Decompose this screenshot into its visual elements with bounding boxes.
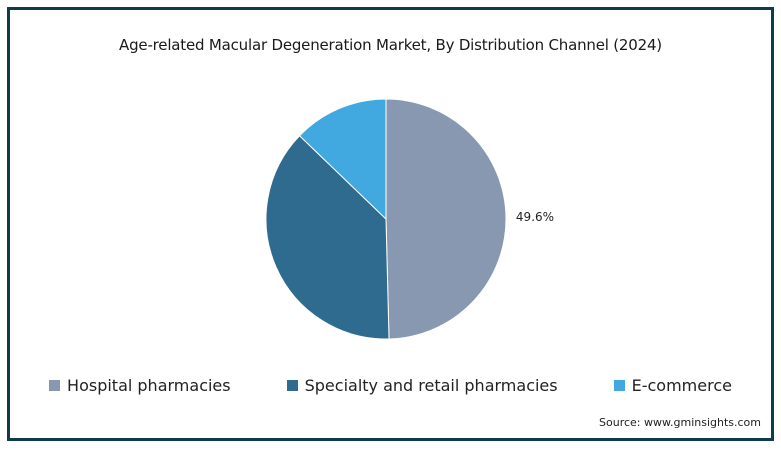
slice-data-label: 49.6% xyxy=(516,210,554,224)
pie-slice-hospital-pharmacies xyxy=(385,98,507,340)
legend-label: E-commerce xyxy=(631,376,732,395)
pie-slice-specialty-and-retail-pharmacies xyxy=(265,135,390,340)
legend-label: Specialty and retail pharmacies xyxy=(304,376,558,395)
legend-item-e-commerce: E-commerce xyxy=(613,376,732,395)
legend-swatch xyxy=(49,380,61,391)
source-note: Source: www.gminsights.com xyxy=(599,416,761,429)
legend-swatch xyxy=(613,380,625,391)
legend-item-hospital-pharmacies: Hospital pharmacies xyxy=(49,376,231,395)
chart-title: Age-related Macular Degeneration Market,… xyxy=(119,36,662,54)
pie-slice-e-commerce xyxy=(298,98,387,221)
legend-item-specialty-retail-pharmacies: Specialty and retail pharmacies xyxy=(286,376,558,395)
legend-swatch xyxy=(286,380,298,391)
legend: Hospital pharmacies Specialty and retail… xyxy=(0,376,781,395)
legend-label: Hospital pharmacies xyxy=(67,376,231,395)
